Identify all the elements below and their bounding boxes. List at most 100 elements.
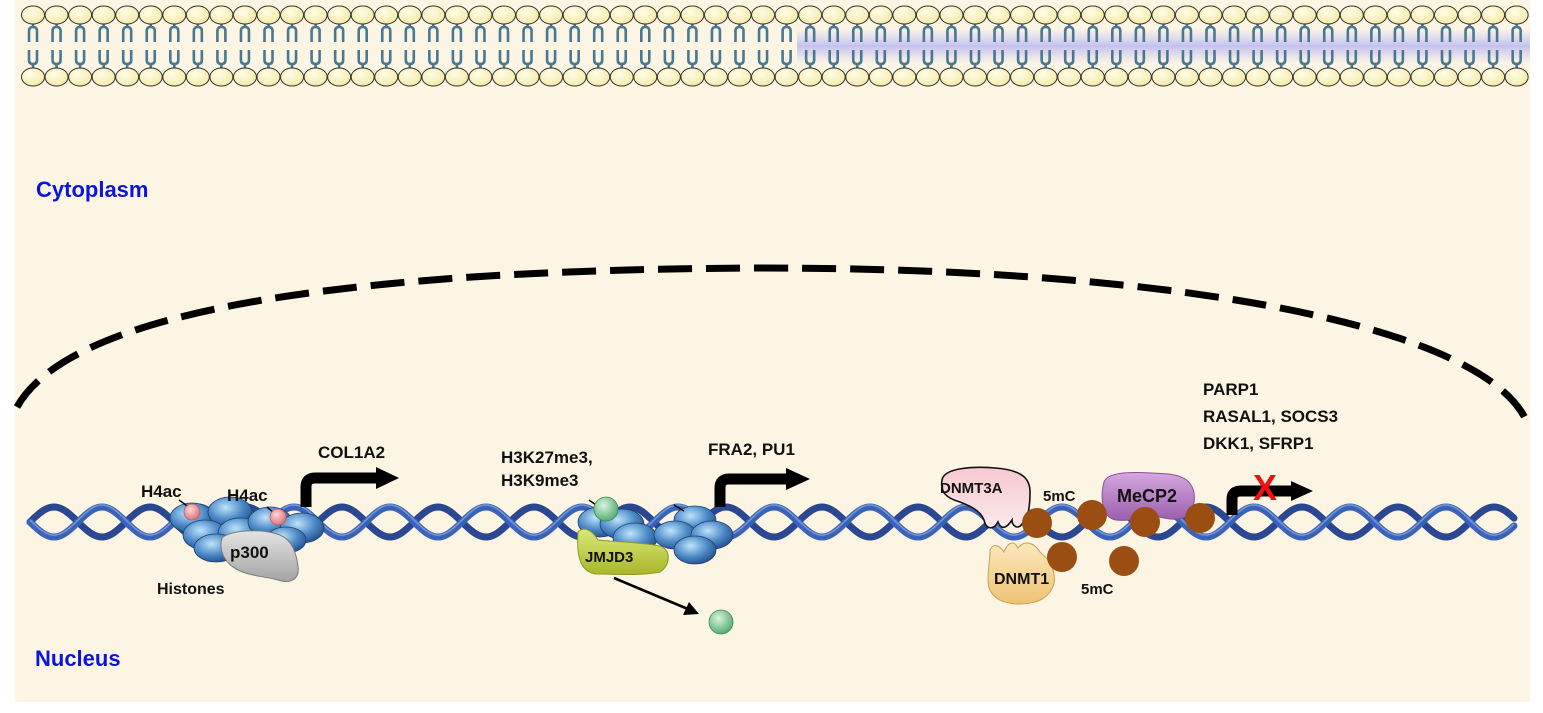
lipid-head [209,67,234,87]
lipid-head [91,67,116,87]
lipid-head [1151,5,1176,25]
histones-label: Histones [157,581,225,598]
phospholipid [1292,5,1317,87]
phospholipid [539,5,564,87]
cell-interior [15,0,1530,702]
phospholipid [115,5,140,87]
phospholipid [1174,5,1199,87]
lipid-head [68,67,93,87]
lipid-head [138,67,163,87]
phospholipid [515,5,540,87]
demethylation-arrowhead [683,602,699,615]
blocked-arrowhead [1291,481,1313,501]
phospholipid [680,5,705,87]
lipid-head [986,67,1011,87]
phospholipid [586,5,611,87]
lipid-head [798,5,823,25]
jmjd3-label: JMJD3 [585,549,634,566]
lipid-head [1386,5,1411,25]
lipid-head [492,67,516,87]
phospholipid [138,5,163,87]
lipid-head [915,5,940,25]
phospholipid [986,5,1011,87]
lipid-head [727,5,752,25]
lipid-head [774,67,799,87]
lipid-head [609,5,634,25]
lipid-head [586,67,611,87]
lipid-head [280,5,305,25]
lipid-head [1010,5,1035,25]
lipid-head [939,67,964,87]
lipid-head [1434,5,1458,25]
lipid-head [280,67,305,87]
phospholipid [303,5,328,87]
h4ac-mark-2 [269,508,287,526]
lipid-head [1104,67,1129,87]
lipid-head [1363,67,1388,87]
lipid-head [374,67,399,87]
lipid-head [1269,67,1294,87]
phospholipid [1222,5,1247,87]
phospholipid [1269,5,1294,87]
lipid-head [539,67,564,87]
5mc-label-2: 5mC [1081,581,1114,598]
lipid-head [1245,5,1270,25]
lipid-head [115,67,140,87]
phospholipid [892,5,917,87]
lipid-head [562,5,587,25]
lipid-head [633,5,658,25]
lipid-head [468,67,493,87]
lipid-head [1292,67,1317,87]
lipid-head [633,67,658,87]
lipid-head [209,5,234,25]
phospholipid [280,5,305,87]
lipid-head [327,5,352,25]
cytoplasm-label: Cytoplasm [36,177,149,202]
phospholipid [350,5,375,87]
lipid-head [774,5,799,25]
lipid-head [492,5,516,25]
fra2-pu1-arrowhead [786,468,810,490]
parp1-label: PARP1 [1203,380,1259,399]
p300-protein [220,530,299,582]
h3k9me3-label: H3K9me3 [501,471,579,490]
phospholipid [209,5,234,87]
transcription-blocked-x-icon: X [1253,467,1278,508]
lipid-head [1174,5,1199,25]
lipid-head [751,67,776,87]
lipid-head [939,5,964,25]
5mc-mark [1109,546,1139,576]
h3k27me3-label: H3K27me3, [501,448,593,467]
phospholipid [1080,5,1105,87]
phospholipid [421,5,446,87]
dnmt1-label: DNMT1 [994,571,1050,588]
dkk1-sfrp1-label: DKK1, SFRP1 [1203,434,1314,453]
lipid-head [1316,5,1341,25]
lipid-head [327,67,352,87]
h4ac-label-1: H4ac [141,482,182,501]
phospholipid [21,5,45,87]
5mc-mark [1047,542,1077,572]
lipid-head [303,5,328,25]
phospholipid [868,5,893,87]
lipid-head [1222,67,1247,87]
col1a2-label: COL1A2 [318,443,386,462]
lipid-head [1481,5,1506,25]
phospholipid [703,5,728,87]
phospholipid [1386,5,1411,87]
lipid-head [1339,5,1364,25]
lipid-head [350,5,375,25]
nucleosome-2 [247,506,325,554]
lipid-head [680,5,705,25]
dnmt3a-label: DNMT3A [940,480,1003,497]
membrane-highlight [797,28,1530,64]
lipid-head [115,5,140,25]
lipid-head [798,67,823,87]
lipid-head [1363,5,1388,25]
lipid-head [444,67,469,87]
lipid-head [656,67,681,87]
demethylation-arrow-line [613,576,696,614]
h4ac-label-2: H4ac [227,486,268,505]
lipid-head [44,67,69,87]
released-methyl-group [708,609,734,635]
